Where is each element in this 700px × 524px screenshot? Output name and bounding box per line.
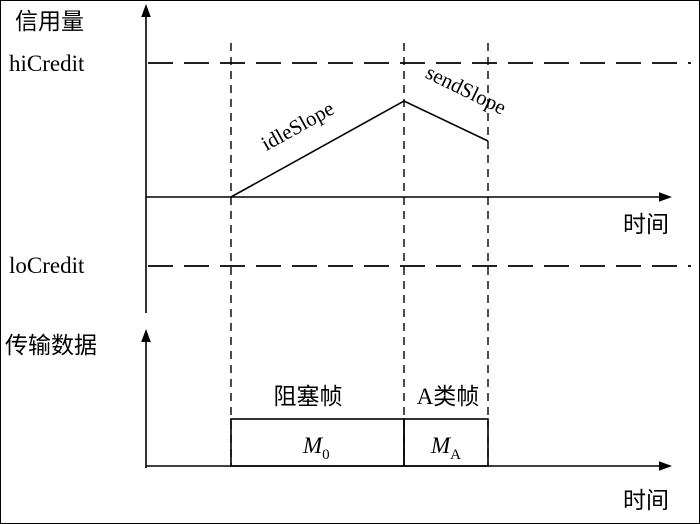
credit-axis-label: 信用量 [15,9,84,34]
bottom-chart: 传输数据 阻塞帧 A类帧 M0 MA 时间 [5,329,672,513]
class-a-frame-label: A类帧 [417,384,480,409]
m0-base: M [302,433,324,458]
top-chart: 信用量 hiCredit loCredit 时间 idleSlope sendS… [9,4,691,466]
lo-credit-label: loCredit [9,253,85,278]
blocking-frame-label: 阻塞帧 [274,384,343,409]
ma-label: MA [430,433,461,463]
ma-base: M [430,433,452,458]
data-axis-label: 传输数据 [5,333,97,358]
send-slope-label: sendSlope [422,60,510,119]
bottom-x-axis-arrow-icon [659,461,672,471]
idle-slope-label: idleSlope [257,96,338,155]
hi-credit-label: hiCredit [9,51,85,76]
bottom-time-axis-label: 时间 [623,488,669,513]
m0-subscript: 0 [322,447,330,463]
top-y-axis-arrow-icon [141,4,151,17]
credit-curve [230,100,489,198]
class-a-frame-box [403,418,489,467]
m0-label: M0 [302,433,330,463]
bottom-y-axis-arrow-icon [141,329,151,342]
top-x-axis-arrow-icon [659,192,672,202]
ma-subscript: A [450,447,461,463]
top-time-axis-label: 时间 [623,212,669,237]
